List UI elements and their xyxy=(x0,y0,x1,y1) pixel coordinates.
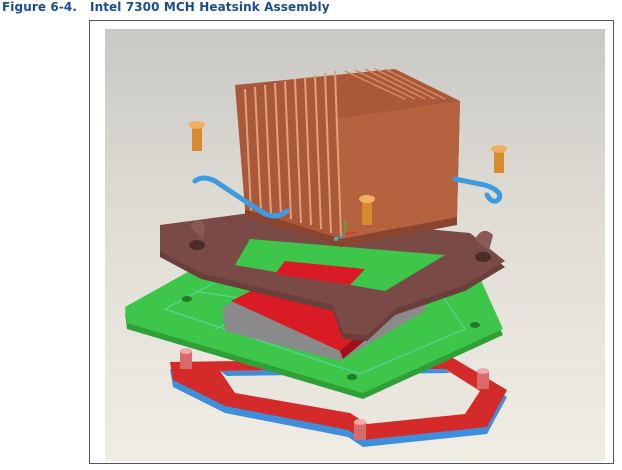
figure-number: Figure 6-4. xyxy=(2,0,78,14)
cad-viewport xyxy=(105,29,605,461)
axis-triad-icon xyxy=(334,219,359,241)
retention-clip-left xyxy=(192,175,290,219)
figure-title: Intel 7300 MCH Heatsink Assembly xyxy=(90,0,330,14)
screw-center xyxy=(359,195,375,225)
figure-frame xyxy=(89,20,614,464)
heatsink-assembly-illustration xyxy=(125,68,507,447)
retention-clip-right xyxy=(452,176,503,204)
heatsink xyxy=(235,68,460,247)
screw-left xyxy=(189,121,205,151)
heatsink-fins xyxy=(244,70,342,238)
backplate xyxy=(170,348,507,447)
standoff-right xyxy=(477,368,489,389)
standoff-left xyxy=(180,348,192,369)
figure-caption: Figure 6-4. Intel 7300 MCH Heatsink Assem… xyxy=(2,0,330,14)
screw-right xyxy=(491,145,507,173)
retention-frame xyxy=(160,213,505,341)
standoff-bottom xyxy=(354,419,366,440)
